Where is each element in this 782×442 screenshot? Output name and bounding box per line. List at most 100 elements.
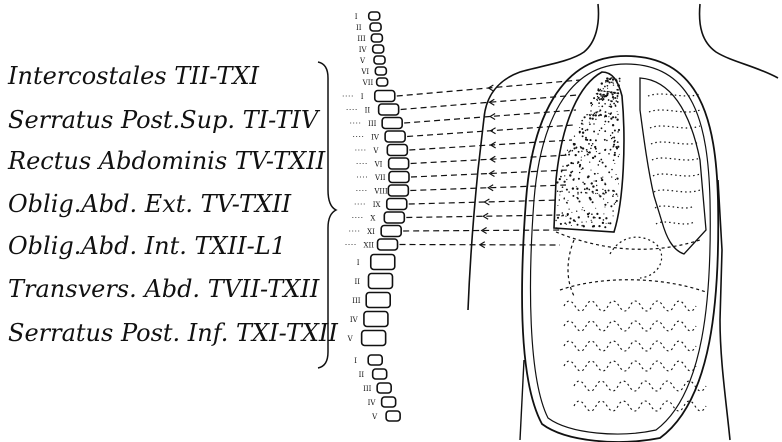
stipple-dot [594,173,596,175]
stipple-dot [604,86,606,88]
stipple-dot [555,220,556,221]
stipple-dot [595,119,596,120]
thoracic-vertebra-label: VI [374,161,383,169]
stipple-dot [615,105,617,107]
stipple-dot [607,202,608,203]
stipple-dot [597,111,598,112]
stipple-dot [604,226,606,228]
stipple-dot [589,152,591,154]
stipple-dot [579,172,580,173]
stipple-dot [592,143,594,145]
stipple-dot [612,195,614,197]
stipple-dot [598,106,599,107]
stipple-dot [589,122,590,123]
stipple-dot [579,132,581,134]
stipple-dot [595,148,597,150]
stipple-dot [588,189,590,191]
stipple-dot [615,116,617,118]
thoracic-vertebra [389,172,409,183]
stipple-dot [596,93,598,95]
stipple-dot [609,113,611,115]
stipple-dot [565,215,566,216]
lumbar-vertebra [366,293,390,308]
stipple-dot [569,209,570,210]
thoracic-vertebra [382,118,402,129]
stipple-dot [563,198,565,200]
stipple-dot [614,203,616,205]
stipple-dot [602,222,604,224]
stipple-dot [599,194,600,195]
stipple-dot [613,147,614,148]
stipple-dot [587,153,589,155]
stipple-dot [596,213,598,215]
thoracic-vertebra-label: IX [373,201,381,209]
stipple-dot [593,193,594,194]
thoracic-vertebra-label: X [370,215,375,223]
lumbar-vertebra [368,274,392,289]
stipple-dot [610,91,612,93]
stipple-dot [602,90,603,91]
stipple-dot [610,205,612,207]
stipple-dot [610,135,611,136]
stipple-dot [584,183,586,185]
stipple-dot [566,202,567,203]
stipple-dot [560,176,562,178]
stipple-dot [605,165,607,167]
stipple-dot [584,210,585,211]
stipple-dot [595,139,597,141]
cervical-vertebra-label: VII [362,79,374,87]
stipple-dot [573,147,575,149]
stipple-dot [600,89,601,90]
stipple-dot [567,150,568,151]
sacral-vertebra-label: V [371,413,378,421]
intestine-loop [564,341,696,351]
sacral-vertebra [382,397,396,407]
stipple-dot [616,100,618,102]
stipple-dot [581,221,582,222]
stipple-dot [613,215,614,216]
sacral-vertebra-label: IV [368,399,377,407]
stipple-dot [584,155,585,156]
stipple-dot [605,192,607,194]
stipple-dot [591,182,593,184]
stipple-dot [598,153,599,154]
stipple-dot [571,212,572,213]
stipple-dot [599,195,601,197]
thoracic-vertebra [384,212,404,223]
stipple-dot [564,222,566,224]
stipple-dot [593,123,594,124]
stipple-dot [594,180,595,181]
stipple-dot [613,141,615,143]
thoracic-vertebra-label: I [361,93,364,101]
stipple-dot [616,177,618,179]
stipple-dot [612,116,614,118]
stipple-dot [608,189,610,191]
stipple-dot [615,202,616,203]
stipple-dot [617,147,618,148]
stipple-dot [562,214,564,216]
stipple-dot [566,224,567,225]
cervical-vertebra-label: I [355,13,358,21]
stipple-dot [578,200,580,202]
sacral-vertebra-label: II [359,371,365,379]
lung-right [640,78,706,254]
stipple-dot [613,83,614,84]
stipple-dot [608,223,609,224]
nerve-arrow [491,128,496,134]
stipple-dot [577,192,578,193]
lung-dotted-line [655,206,694,208]
stipple-dot [586,187,588,189]
stipple-dot [590,170,591,171]
cervical-vertebra [371,34,382,42]
stipple-dot [614,97,616,99]
stipple-dot [608,116,609,117]
stipple-dot [598,102,600,104]
stipple-dot [608,99,610,101]
stipple-dot [581,225,582,226]
lumbar-vertebra [362,331,386,346]
stipple-dot [571,225,572,226]
stipple-dot [576,188,578,190]
stipple-dot [596,189,598,191]
thoracic-vertebra-label: VII [374,174,386,182]
